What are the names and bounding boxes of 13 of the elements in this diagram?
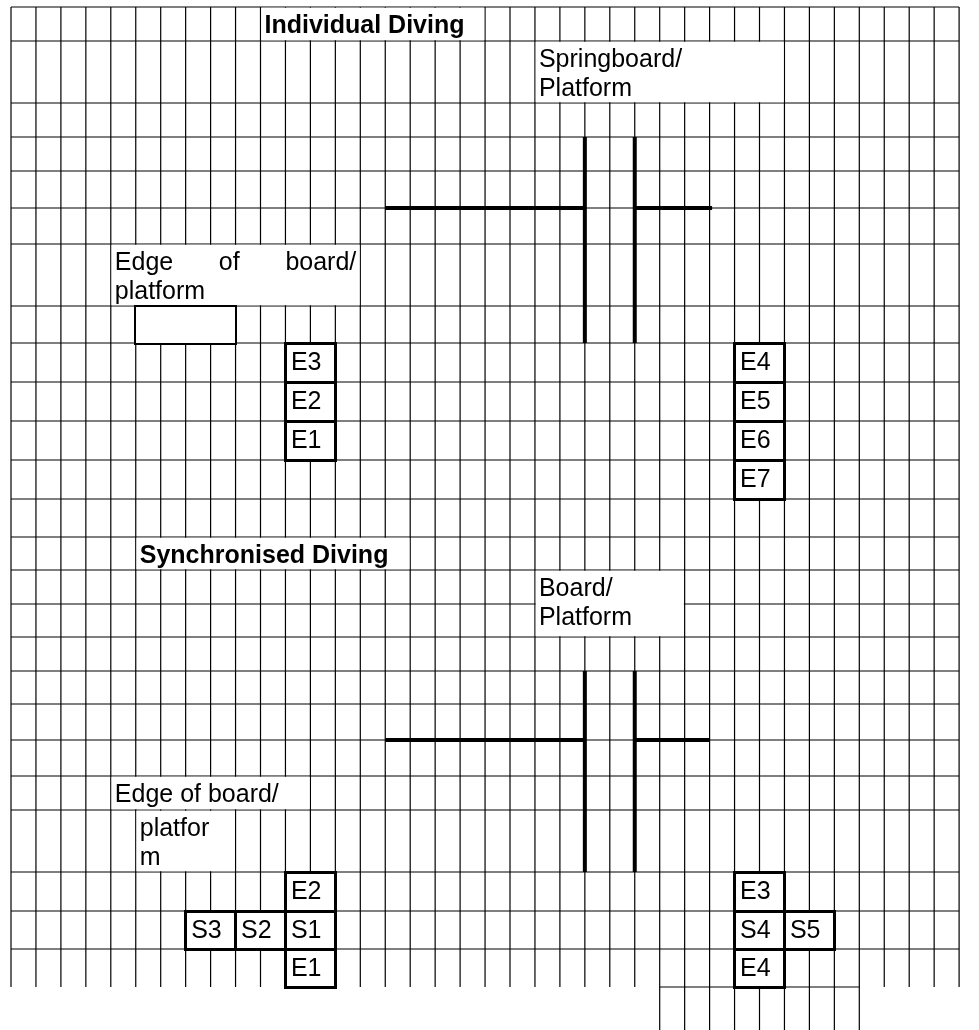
- judge-position: E3: [733, 870, 786, 913]
- judge-position: E3: [283, 341, 337, 384]
- area-label: Board/ Platform: [537, 572, 634, 632]
- section-heading: Individual Diving: [263, 9, 466, 40]
- section-heading: Synchronised Diving: [138, 539, 390, 570]
- judge-position: E4: [733, 341, 786, 384]
- judge-position: E2: [283, 870, 337, 913]
- board-edge-marker: [134, 304, 238, 345]
- judge-position: S2: [234, 909, 287, 951]
- area-label: platform: [138, 812, 211, 872]
- area-label: Edge of board/ platform: [113, 246, 358, 306]
- area-label: Springboard/ Platform: [537, 43, 684, 103]
- area-label: Edge of board/: [113, 778, 280, 809]
